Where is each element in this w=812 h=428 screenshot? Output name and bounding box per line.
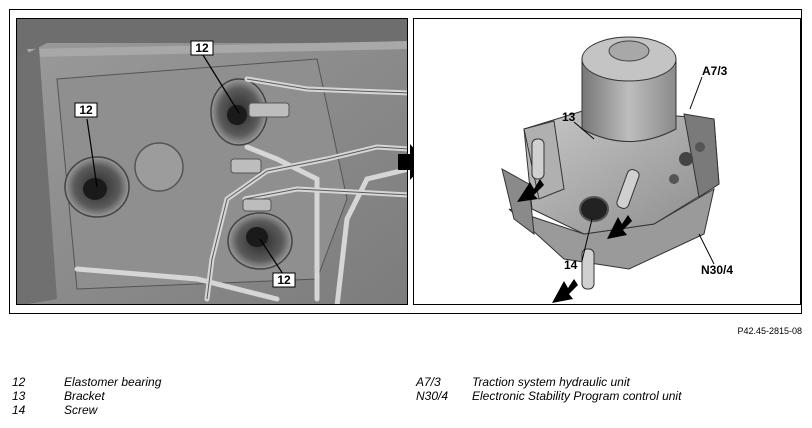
callout-12-left: 12 xyxy=(74,102,98,118)
legend-code: 14 xyxy=(12,403,26,417)
legend-row: N30/4 Electronic Stability Program contr… xyxy=(416,389,681,403)
callout-12-bottom-label: 12 xyxy=(277,273,291,287)
callout-n30-4: N30/4 xyxy=(701,263,733,277)
legend-code: A7/3 xyxy=(416,375,441,389)
legend-code: 13 xyxy=(12,389,26,403)
hydraulic-unit-illustration: 13 A7/3 14 N30/4 xyxy=(501,36,733,303)
figure-reference: P42.45-2815-08 xyxy=(737,326,802,336)
legend-row: 13 Bracket xyxy=(12,389,161,403)
callout-12-left-label: 12 xyxy=(79,103,93,117)
legend-right: A7/3 Traction system hydraulic unit N30/… xyxy=(416,375,681,403)
transition-arrow-icon xyxy=(398,144,426,180)
legend-left: 12 Elastomer bearing 13 Bracket 14 Screw xyxy=(12,375,161,417)
legend-text: Elastomer bearing xyxy=(64,375,162,389)
legend-row: 14 Screw xyxy=(12,403,161,417)
callout-13: 13 xyxy=(562,110,576,124)
legend-text: Traction system hydraulic unit xyxy=(472,375,630,389)
legend-text: Electronic Stability Program control uni… xyxy=(472,389,682,403)
callout-12-top-label: 12 xyxy=(195,41,209,55)
legend-code: N30/4 xyxy=(416,389,449,403)
legend-code: 12 xyxy=(12,375,26,389)
legend-row: A7/3 Traction system hydraulic unit xyxy=(416,375,681,389)
callout-12-top: 12 xyxy=(190,40,214,56)
callout-a7-3: A7/3 xyxy=(702,64,728,78)
installed-view-illustration: 12 12 12 xyxy=(17,19,407,304)
unit-view-panel: 13 A7/3 14 N30/4 xyxy=(413,18,801,305)
installed-view-panel: 12 12 12 xyxy=(16,18,408,305)
legend-row: 12 Elastomer bearing xyxy=(12,375,161,389)
callout-14: 14 xyxy=(564,258,578,272)
legend-text: Bracket xyxy=(64,389,105,403)
legend-text: Screw xyxy=(64,403,98,417)
callout-12-bottom: 12 xyxy=(272,272,296,288)
